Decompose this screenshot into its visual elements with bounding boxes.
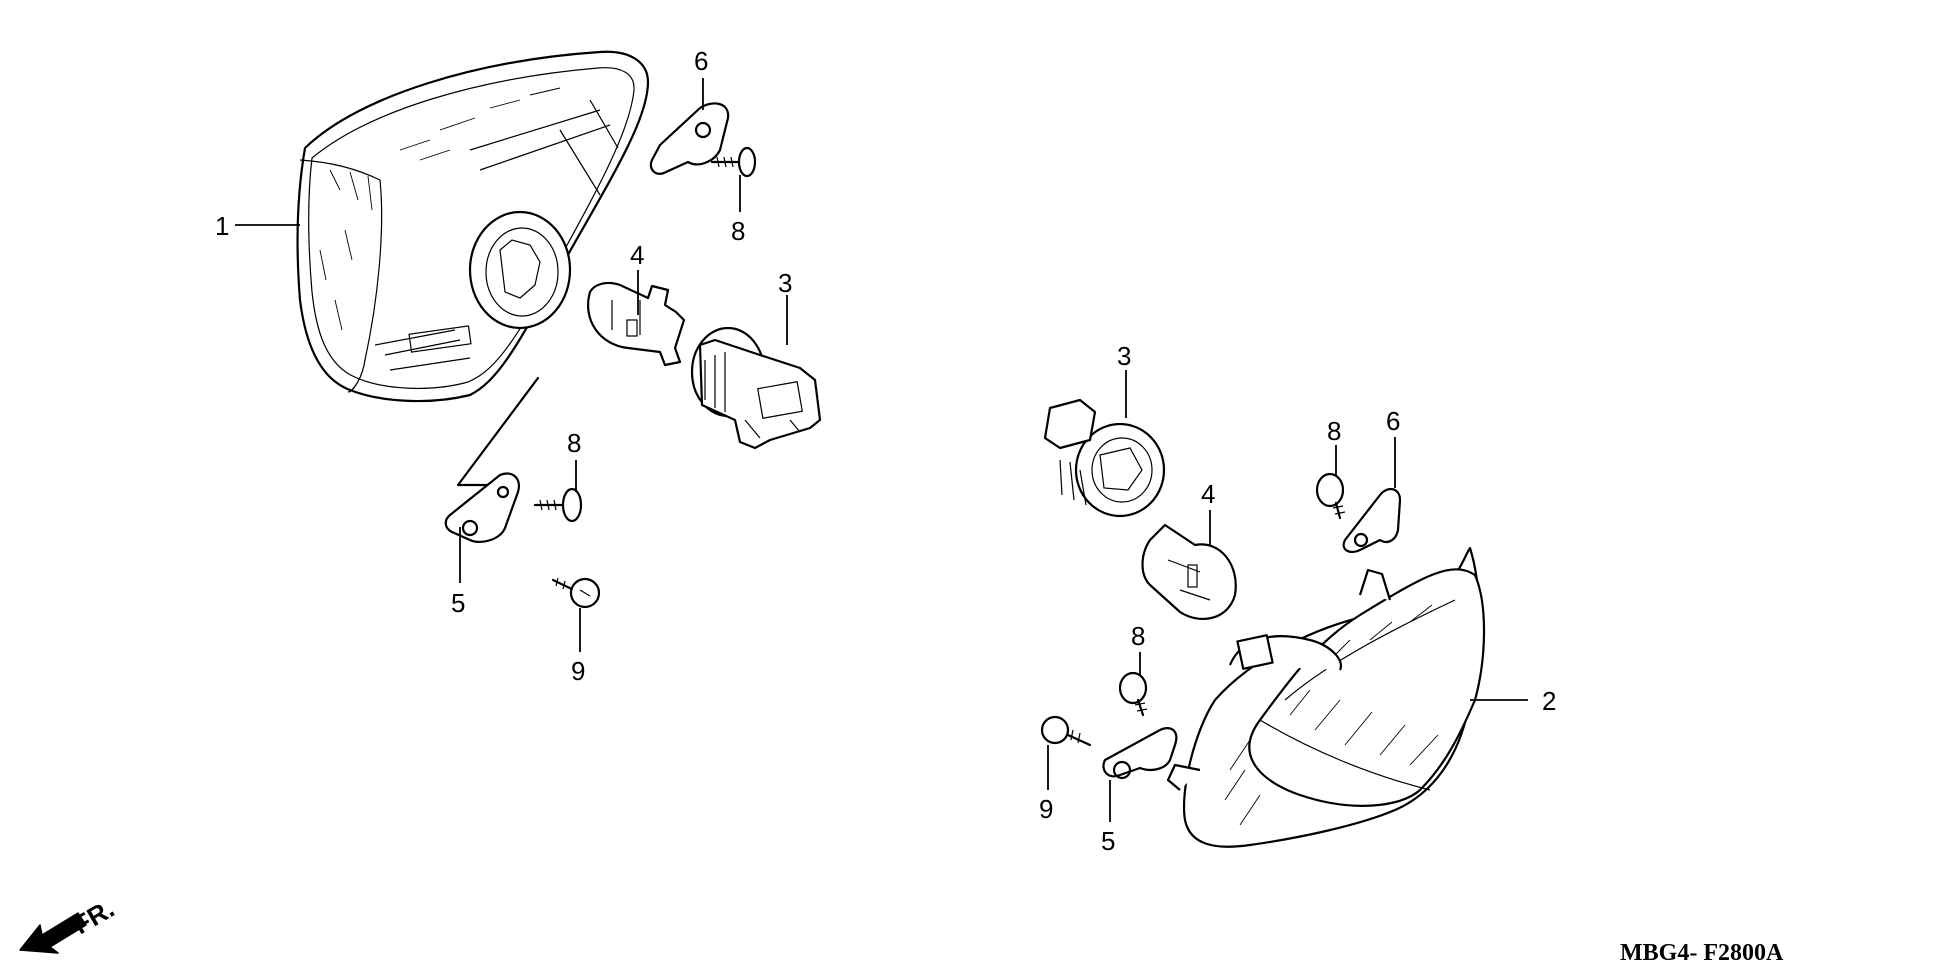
part-6-right-stay bbox=[1342, 487, 1402, 554]
part-3-left-socket bbox=[690, 326, 822, 450]
part-9-left-bolt bbox=[551, 577, 601, 609]
callout-9-left: 9 bbox=[571, 656, 585, 686]
part-5-left-stay bbox=[444, 472, 520, 544]
part-3-right-socket bbox=[1043, 398, 1166, 518]
part-5-right-stay bbox=[1102, 727, 1178, 780]
part-6-left-stay bbox=[649, 102, 730, 175]
callout-2: 2 bbox=[1542, 686, 1556, 716]
callout-8-right-top: 8 bbox=[1327, 416, 1341, 446]
leader-lines bbox=[235, 78, 1528, 822]
callout-6-left: 6 bbox=[694, 46, 708, 76]
part-8-right-screw-top bbox=[1315, 472, 1346, 520]
front-direction-label: FR. bbox=[68, 893, 119, 940]
part-1-left-winker-lens bbox=[296, 50, 650, 403]
part-8-left-screw-mid bbox=[533, 487, 583, 523]
callout-3-right: 3 bbox=[1117, 341, 1131, 371]
part-8-left-screw-top bbox=[710, 146, 757, 178]
callout-8-left-top: 8 bbox=[731, 216, 745, 246]
part-8-right-screw-low bbox=[1118, 671, 1148, 717]
front-direction-indicator: FR. bbox=[19, 893, 119, 954]
callout-4-right: 4 bbox=[1201, 479, 1215, 509]
callout-5-left: 5 bbox=[451, 588, 465, 618]
part-4-left-bulb bbox=[587, 281, 686, 367]
callout-4-left: 4 bbox=[630, 240, 644, 270]
callout-5-right: 5 bbox=[1101, 826, 1115, 856]
diagram-code: MBG4- F2800A bbox=[1620, 940, 1784, 965]
part-9-right-bolt bbox=[1040, 715, 1092, 747]
callout-8-right-low: 8 bbox=[1131, 621, 1145, 651]
callout-9-right: 9 bbox=[1039, 794, 1053, 824]
lens-hatching bbox=[319, 87, 561, 331]
front-direction-arrow-icon bbox=[19, 912, 87, 954]
callout-1: 1 bbox=[215, 211, 229, 241]
callouts: 1 2 3 4 6 8 8 5 9 3 4 8 6 8 9 5 bbox=[215, 46, 1556, 856]
part-2-right-winker-lens bbox=[1166, 546, 1486, 848]
lens-hatching-right bbox=[1224, 604, 1439, 826]
callout-6-right: 6 bbox=[1386, 406, 1400, 436]
callout-3-left: 3 bbox=[778, 268, 792, 298]
callout-8-left-mid: 8 bbox=[567, 428, 581, 458]
part-4-right-bulb bbox=[1141, 523, 1237, 621]
